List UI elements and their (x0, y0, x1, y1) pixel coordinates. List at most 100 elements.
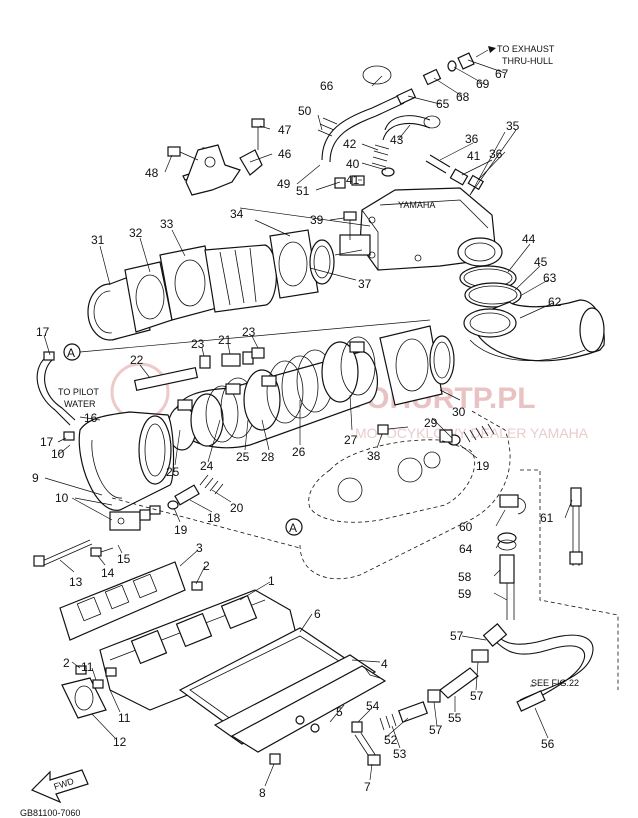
muffler-35: YAMAHA (339, 187, 503, 271)
fitting-54 (351, 721, 363, 733)
drawing-code: GB81100-7060 (20, 808, 80, 818)
hose-16 (36, 357, 71, 426)
muffler-hose-group (459, 265, 605, 362)
plug-11 (92, 679, 104, 689)
fitting-23a (199, 355, 211, 369)
clamp-45 (464, 282, 522, 308)
note-pilot-2: WATER (64, 399, 96, 409)
callout-67: 67 (495, 67, 509, 81)
callout-25b: 25 (236, 450, 250, 464)
callout-31: 31 (91, 233, 105, 247)
callout-39: 39 (310, 213, 324, 227)
hose-53 (379, 713, 397, 731)
callout-19a: 19 (174, 523, 188, 537)
fitting-55 (439, 667, 479, 699)
engine-block-outline (111, 409, 511, 579)
callout-40: 40 (346, 157, 360, 171)
callout-61: 61 (540, 511, 554, 525)
callout-58: 58 (458, 570, 472, 584)
pipe-22 (133, 366, 199, 392)
washer-69 (447, 60, 457, 72)
callout-6: 6 (314, 607, 321, 621)
callout-66: 66 (320, 79, 334, 93)
callout-10b: 10 (55, 491, 69, 505)
callout-64: 64 (459, 542, 473, 556)
upper-hose-assembly (317, 46, 496, 191)
callout-48: 48 (145, 166, 159, 180)
muffler-brand-text: YAMAHA (398, 200, 435, 210)
callout-38: 38 (367, 449, 381, 463)
fitting-65 (396, 88, 417, 105)
note-pilot-1: TO PILOT (58, 387, 99, 397)
callout-45: 45 (534, 255, 548, 269)
callout-35: 35 (506, 119, 520, 133)
callouts: 1 2 2 3 4 5 6 7 8 9 10 10 11 11 12 13 14… (32, 67, 562, 800)
pipe-52 (397, 701, 429, 723)
clamp-17 (63, 431, 75, 441)
callout-23a: 23 (191, 337, 205, 351)
callout-60: 60 (459, 520, 473, 534)
callout-4: 4 (381, 657, 388, 671)
callout-57b: 57 (470, 689, 484, 703)
callout-2b: 2 (63, 656, 70, 670)
bolt-2b (75, 665, 87, 675)
nut-67 (457, 52, 475, 70)
lower-water-hose-group (351, 623, 594, 766)
marker-a-bottom: A (289, 521, 297, 535)
bracket-assembly (167, 118, 265, 196)
callout-44: 44 (522, 232, 536, 246)
callout-53: 53 (393, 747, 407, 761)
hose-42 (371, 144, 390, 168)
gasket-3 (59, 561, 186, 641)
fitting-23b (251, 347, 265, 359)
clamp-66 (362, 65, 392, 85)
pipe-34 (204, 244, 277, 313)
callout-1: 1 (268, 574, 275, 588)
hose-29 (463, 423, 495, 443)
callout-18: 18 (207, 511, 221, 525)
fittings-21-23 (133, 347, 265, 392)
notes: TO EXHAUST THRU-HULL TO PILOT WATER SEE … (20, 44, 579, 818)
elbow-and-pilot-hose (33, 351, 175, 567)
callout-28: 28 (261, 450, 275, 464)
callout-43: 43 (390, 133, 404, 147)
leader-lines (43, 59, 573, 787)
callout-59: 59 (458, 587, 472, 601)
bolt-8 (269, 753, 281, 765)
callout-57c: 57 (429, 723, 443, 737)
callout-17a: 17 (36, 325, 50, 339)
callout-11b: 11 (118, 711, 131, 725)
cap-60 (499, 494, 519, 508)
callout-21: 21 (218, 333, 232, 347)
callout-54: 54 (366, 699, 380, 713)
bolt-13 (39, 539, 91, 563)
callout-23b: 23 (242, 325, 256, 339)
callout-7: 7 (364, 780, 371, 794)
callout-65: 65 (436, 97, 450, 111)
water-fitting-group (497, 469, 619, 690)
callout-50: 50 (298, 104, 312, 118)
callout-27: 27 (344, 433, 358, 447)
exhaust-pipe-middle (167, 325, 455, 451)
callout-41a: 41 (346, 173, 360, 187)
callout-46: 46 (278, 147, 292, 161)
callout-17b: 17 (40, 435, 54, 449)
callout-25a: 25 (166, 465, 180, 479)
marker-a-top: A (67, 346, 75, 360)
callout-10a: 10 (51, 447, 65, 461)
gasket-4b (230, 665, 387, 753)
fittings-18-20 (167, 423, 495, 510)
callout-2a: 2 (203, 559, 210, 573)
flange-30 (379, 325, 443, 406)
fitting-57a (482, 623, 508, 647)
bolt-38 (377, 424, 389, 435)
exhaust-manifold (59, 561, 387, 765)
hose-56 (493, 631, 594, 701)
pipe-18 (174, 484, 200, 506)
callout-36a: 36 (465, 132, 479, 146)
callout-22: 22 (130, 353, 144, 367)
callout-42: 42 (343, 137, 357, 151)
callout-47: 47 (278, 123, 292, 137)
callout-63: 63 (543, 271, 557, 285)
fwd-arrow: FWD (30, 769, 89, 804)
